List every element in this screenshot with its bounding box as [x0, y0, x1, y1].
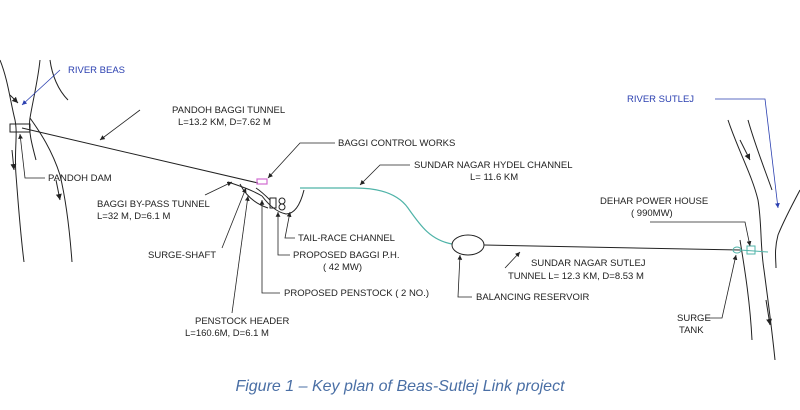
- label-sutlej-tunnel-name: SUNDAR NAGAR SUTLEJ: [531, 258, 646, 269]
- label-surge-tank-2: TANK: [679, 325, 704, 336]
- label-tailrace: TAIL-RACE CHANNEL: [298, 233, 395, 244]
- label-penstock-header-name: PENSTOCK HEADER: [195, 316, 289, 327]
- baggi-control-works-marker: [256, 178, 268, 185]
- tunnel-to-powerhouse-line: [739, 249, 769, 253]
- label-river-beas: RIVER BEAS: [68, 65, 125, 76]
- surge-tank-shape: [732, 246, 742, 254]
- label-pandoh-tunnel-dims: L=13.2 KM, D=7.62 M: [178, 117, 271, 128]
- label-river-sutlej: RIVER SUTLEJ: [627, 94, 694, 105]
- label-sutlej-tunnel-dims: TUNNEL L= 12.3 KM, D=8.53 M: [508, 271, 644, 282]
- sundar-nagar-sutlej-tunnel-line: [483, 244, 741, 251]
- river-sutlej-banks: [727, 119, 800, 361]
- figure-caption: Figure 1 – Key plan of Beas-Sutlej Link …: [235, 378, 565, 395]
- label-surge-shaft: SURGE-SHAFT: [148, 250, 216, 261]
- label-surge-tank-1: SURGE: [677, 313, 711, 324]
- river-sutlej-flow-arrows: [739, 139, 773, 326]
- label-sundar-channel-name: SUNDAR NAGAR HYDEL CHANNEL: [414, 160, 573, 171]
- balancing-reservoir-shape: [451, 234, 485, 256]
- label-proposed-ph-mw: ( 42 MW): [323, 262, 362, 273]
- dehar-power-house-shape: [746, 245, 756, 255]
- label-bypass-dims: L=32 M, D=6.1 M: [97, 211, 170, 222]
- label-sundar-channel-dims: L= 11.6 KM: [470, 172, 518, 183]
- sundar-nagar-hydel-channel: [300, 187, 453, 245]
- river-beas-flow-arrows: [9, 94, 62, 201]
- leader-lines: [18, 69, 780, 319]
- baggi-structures: [227, 181, 305, 215]
- label-dehar-ph: DEHAR POWER HOUSE: [600, 196, 708, 207]
- label-pandoh-dam: PANDOH DAM: [48, 173, 112, 184]
- label-proposed-ph: PROPOSED BAGGI P.H.: [293, 250, 399, 261]
- pandoh-dam-structure: [9, 123, 31, 133]
- label-balancing-res: BALANCING RESERVOIR: [476, 292, 589, 303]
- label-proposed-penstock: PROPOSED PENSTOCK ( 2 NO.): [284, 288, 429, 299]
- label-penstock-header-dims: L=160.6M, D=6.1 M: [185, 328, 269, 339]
- label-bypass-name: BAGGI BY-PASS TUNNEL: [97, 199, 210, 210]
- label-pandoh-tunnel-name: PANDOH BAGGI TUNNEL: [172, 105, 285, 116]
- river-beas-banks: [0, 59, 73, 263]
- labels: RIVER BEAS RIVER SUTLEJ PANDOH BAGGI TUN…: [48, 65, 711, 339]
- label-dehar-mw: ( 990MW): [631, 208, 673, 219]
- pandoh-baggi-tunnel-line: [21, 127, 259, 184]
- label-baggi-control: BAGGI CONTROL WORKS: [338, 138, 455, 149]
